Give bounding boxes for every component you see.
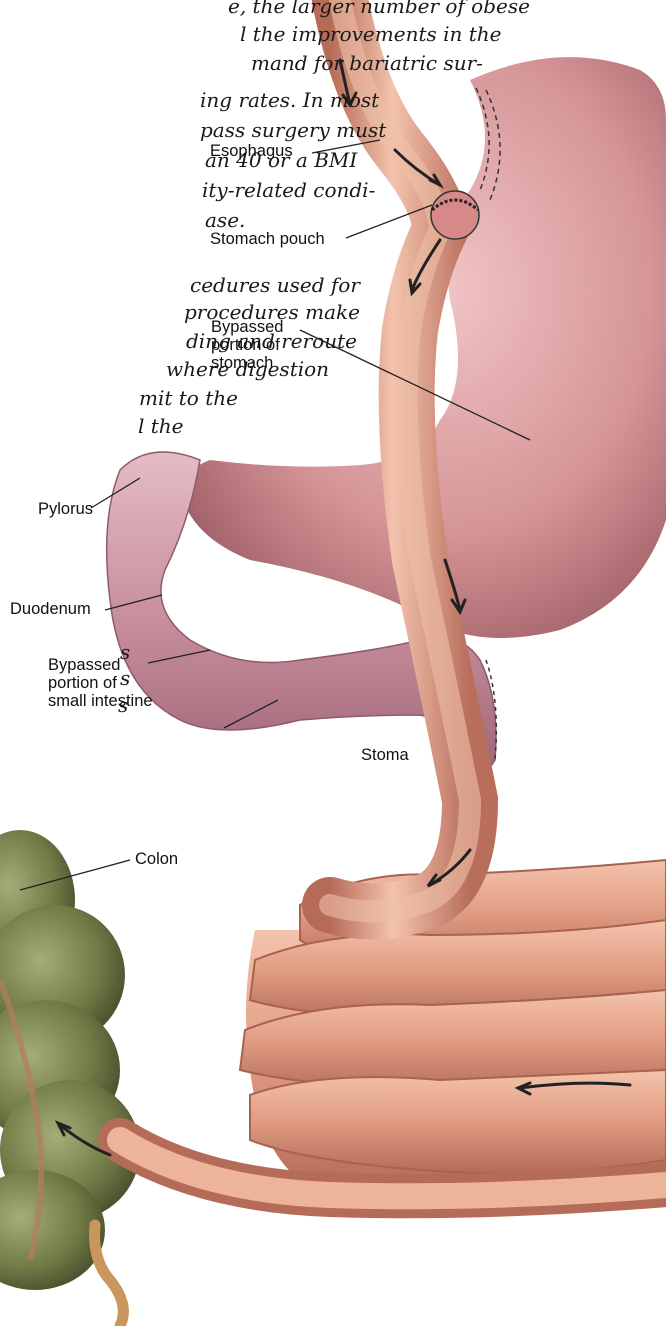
label-line: portion of	[211, 336, 283, 354]
body-text-line: l the	[138, 414, 184, 438]
body-text-line: cedures used for	[190, 273, 360, 297]
body-text-line: ing rates. In most	[200, 88, 379, 112]
body-text-line: e, the larger number of obese	[228, 0, 530, 18]
label-bypassed-small-intestine: Bypassed portion of small intestine	[48, 656, 153, 710]
label-line: Bypassed	[211, 318, 283, 336]
body-text-line: ase.	[205, 208, 245, 232]
body-text-line: mit to the	[139, 386, 238, 410]
body-text-line: ity-related condi-	[202, 178, 375, 202]
label-line: Bypassed	[48, 656, 153, 674]
colon-shape	[0, 830, 140, 1326]
label-line: small intestine	[48, 692, 153, 710]
label-esophagus: Esophagus	[210, 142, 293, 160]
label-duodenum: Duodenum	[10, 600, 91, 618]
label-pylorus: Pylorus	[38, 500, 93, 518]
body-text-line: pass surgery must	[200, 118, 386, 142]
body-text-line: mand for bariatric sur-	[251, 51, 483, 75]
label-bypassed-stomach: Bypassed portion of stomach	[211, 318, 283, 372]
label-colon: Colon	[135, 850, 178, 868]
label-stoma: Stoma	[361, 746, 409, 764]
label-line: portion of	[48, 674, 153, 692]
label-stomach-pouch: Stomach pouch	[210, 230, 325, 248]
body-text-line: l the improvements in the	[240, 22, 502, 46]
label-line: stomach	[211, 354, 283, 372]
